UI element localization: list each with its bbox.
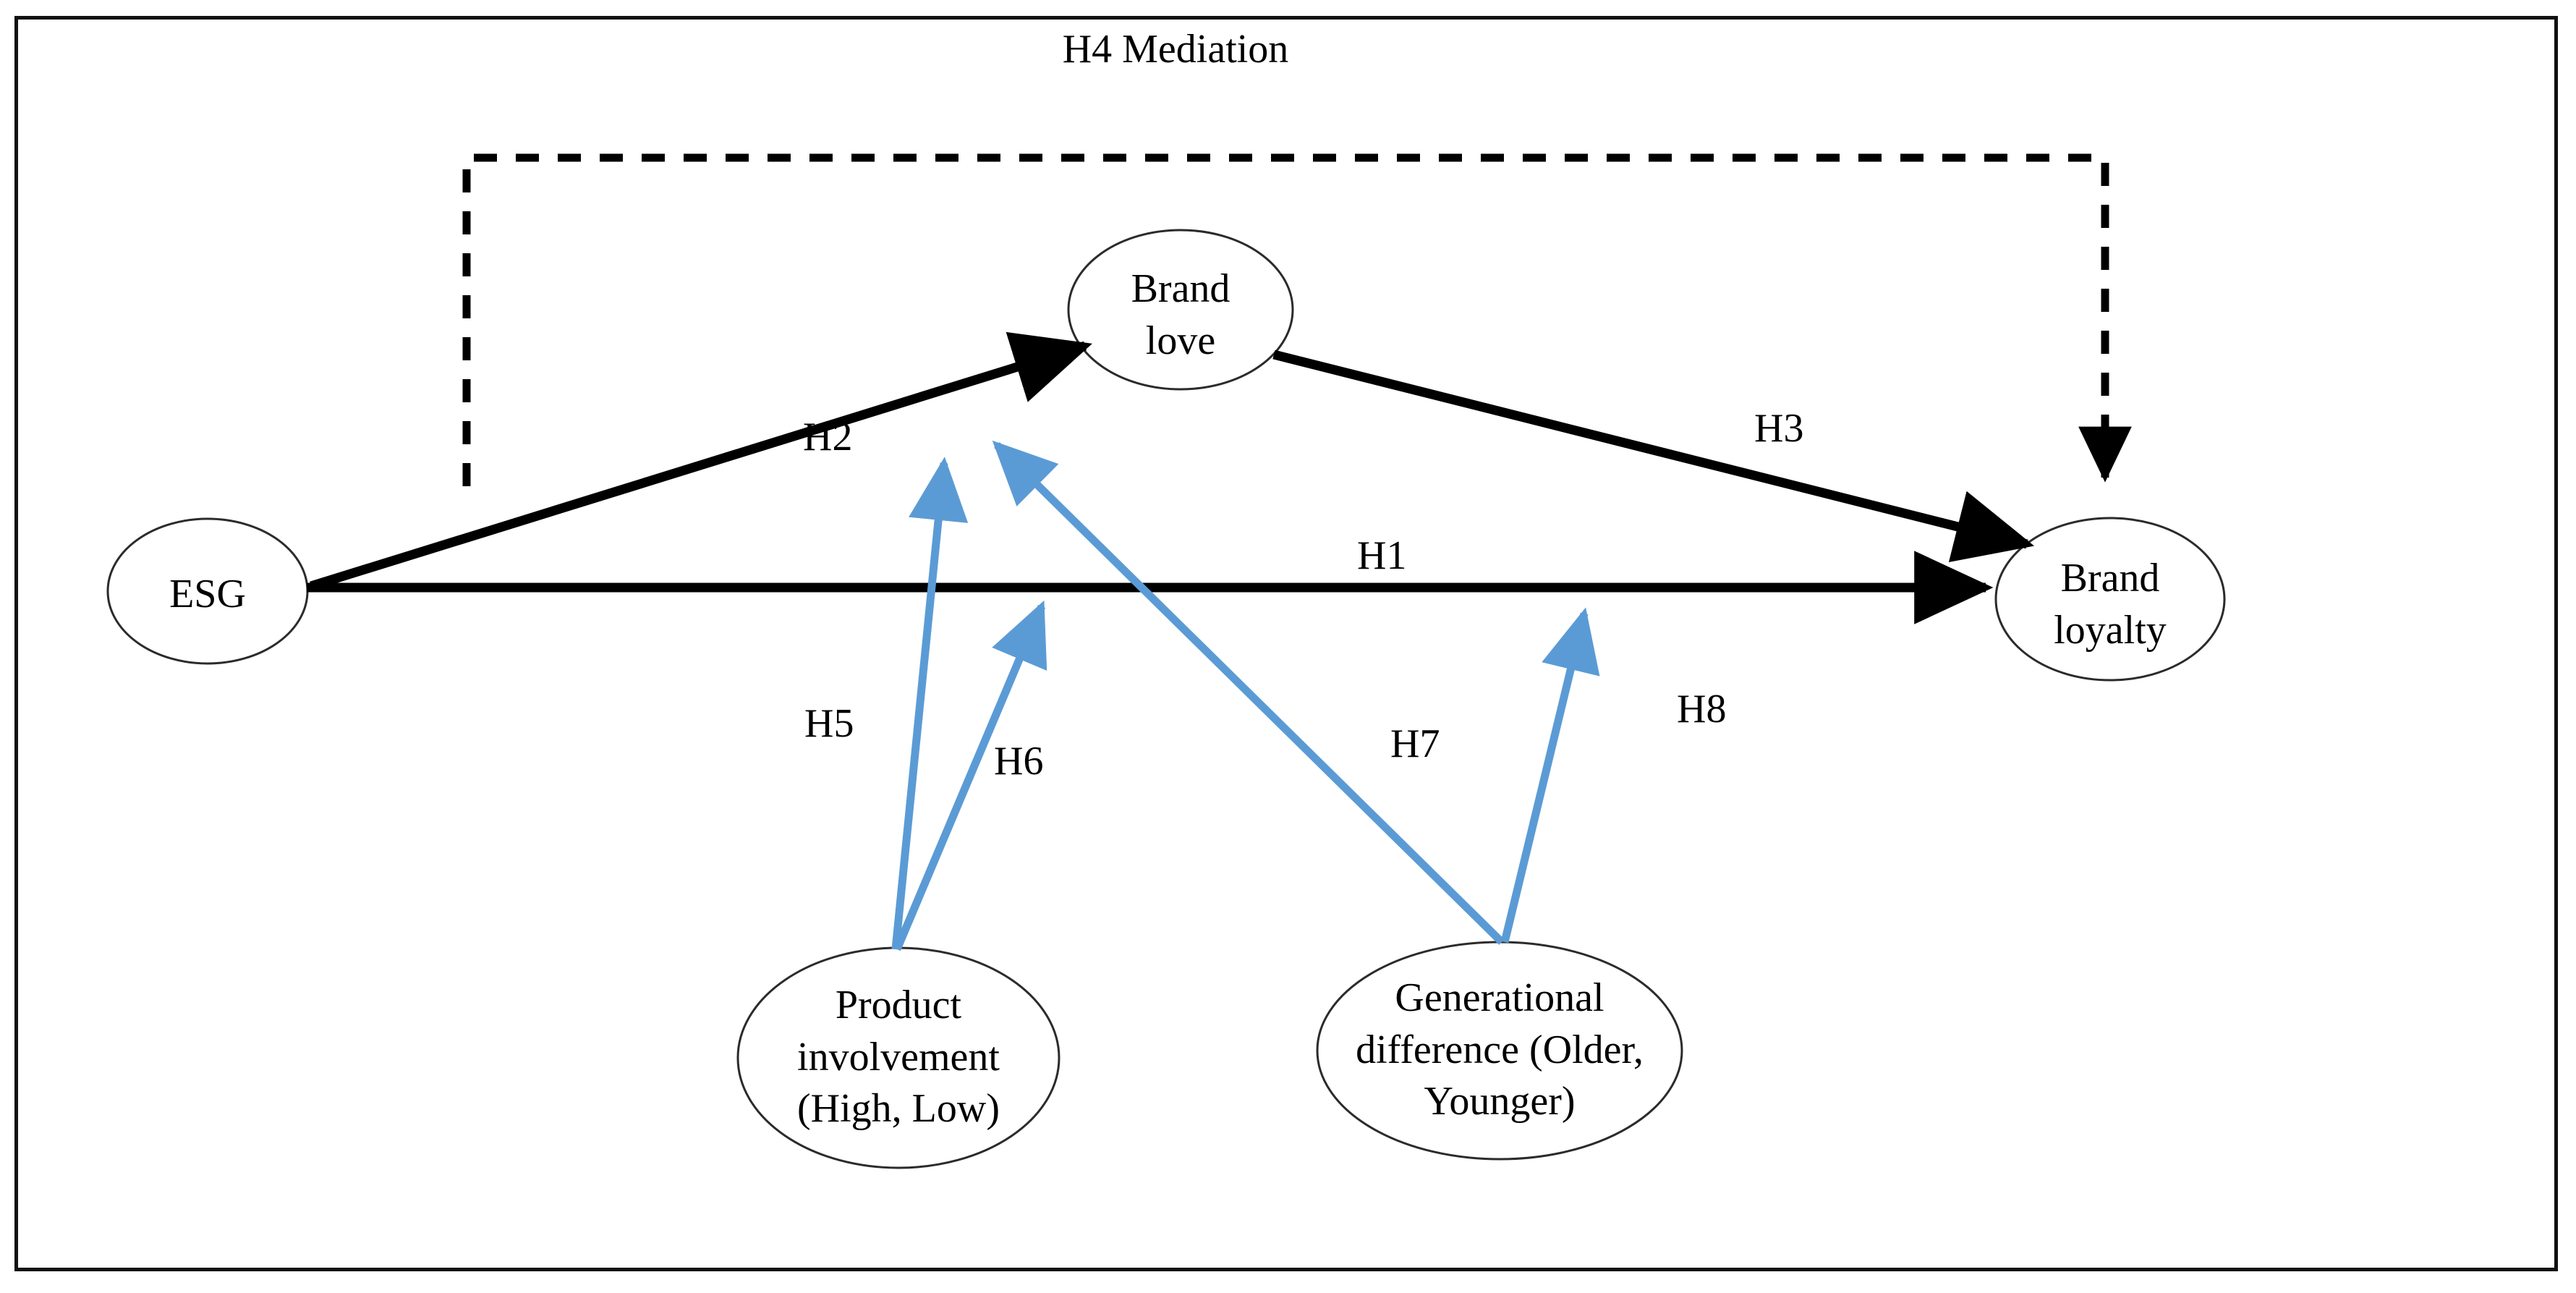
node-ellipse-esg bbox=[106, 517, 309, 665]
hypothesis-label-h5: H5 bbox=[804, 701, 854, 746]
arrow-h4-mediation bbox=[462, 153, 2132, 486]
node-ellipse-product-involvement bbox=[736, 946, 1060, 1169]
hypothesis-label-h6: H6 bbox=[994, 739, 1044, 784]
arrow-h7 bbox=[992, 440, 1505, 945]
arrow-h3 bbox=[1272, 349, 2035, 563]
arrow-h6 bbox=[893, 600, 1047, 951]
node-ellipse-brand-loyalty bbox=[1994, 517, 2226, 682]
arrow-h5 bbox=[891, 457, 969, 950]
arrow-h2 bbox=[310, 331, 1092, 591]
hypothesis-label-h2: H2 bbox=[803, 415, 853, 459]
hypothesis-label-h8: H8 bbox=[1677, 687, 1727, 732]
hypothesis-label-h4: H4 Mediation bbox=[1062, 27, 1289, 72]
hypothesis-label-h1: H1 bbox=[1357, 533, 1407, 578]
hypothesis-label-h3: H3 bbox=[1754, 406, 1804, 451]
node-ellipse-brand-love bbox=[1067, 229, 1294, 391]
arrow-h8 bbox=[1500, 607, 1600, 944]
node-ellipse-generational-difference bbox=[1316, 941, 1683, 1161]
hypothesis-label-h7: H7 bbox=[1390, 721, 1440, 766]
